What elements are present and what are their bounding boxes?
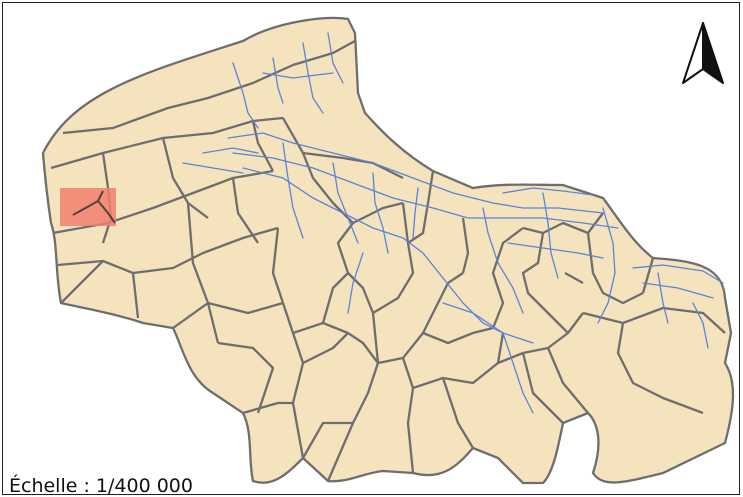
map-canvas[interactable]: [3, 3, 740, 495]
north-arrow-icon: [682, 22, 724, 84]
commune-borders: [50, 39, 726, 482]
scale-label: Échelle : 1/400 000: [9, 475, 193, 495]
highlight-border-lines: [72, 190, 116, 224]
river-network: [182, 32, 724, 414]
